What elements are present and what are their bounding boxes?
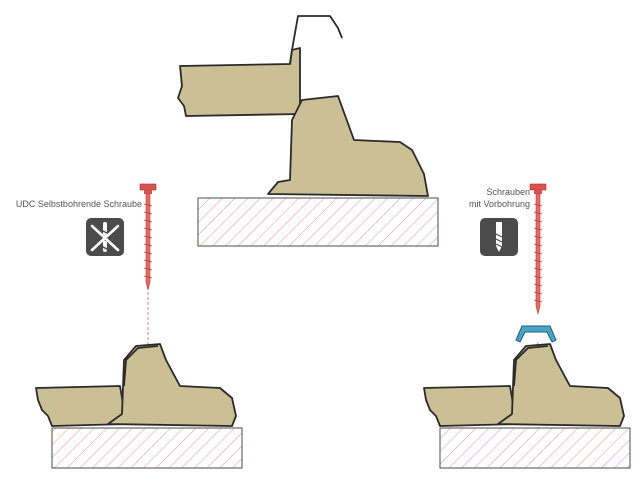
right-predrilled-screw [529, 183, 547, 315]
top-substrate-plate [197, 197, 439, 247]
right-assembly: Schrauben mit Vorbohrung [423, 183, 631, 469]
upper-panel-sheet [289, 15, 343, 65]
drill-bit-icon [480, 218, 518, 256]
right-screw-label-line1: Schrauben [486, 187, 530, 197]
left-assembly: UDC Selbstbohrende Schraube [16, 183, 243, 469]
left-panel-core-b [107, 343, 237, 427]
top-exploded-view [177, 15, 439, 247]
right-panel-core-a [423, 385, 519, 427]
no-predrill-icon [86, 218, 124, 256]
left-substrate-plate [51, 427, 243, 469]
right-screw-label-line2: mit Vorbohrung [469, 199, 530, 209]
left-panel-joint-sheet [123, 345, 159, 387]
left-screw-label: UDC Selbstbohrende Schraube [16, 199, 142, 209]
left-self-drilling-screw [139, 183, 157, 430]
washer-cap [515, 325, 557, 343]
right-panel-joint-sheet [513, 345, 549, 387]
right-substrate-plate [439, 427, 631, 469]
left-panel-core-a [35, 385, 129, 427]
lower-panel-core [267, 95, 429, 197]
upper-panel-core [177, 47, 301, 117]
right-panel-core-b [497, 343, 625, 427]
